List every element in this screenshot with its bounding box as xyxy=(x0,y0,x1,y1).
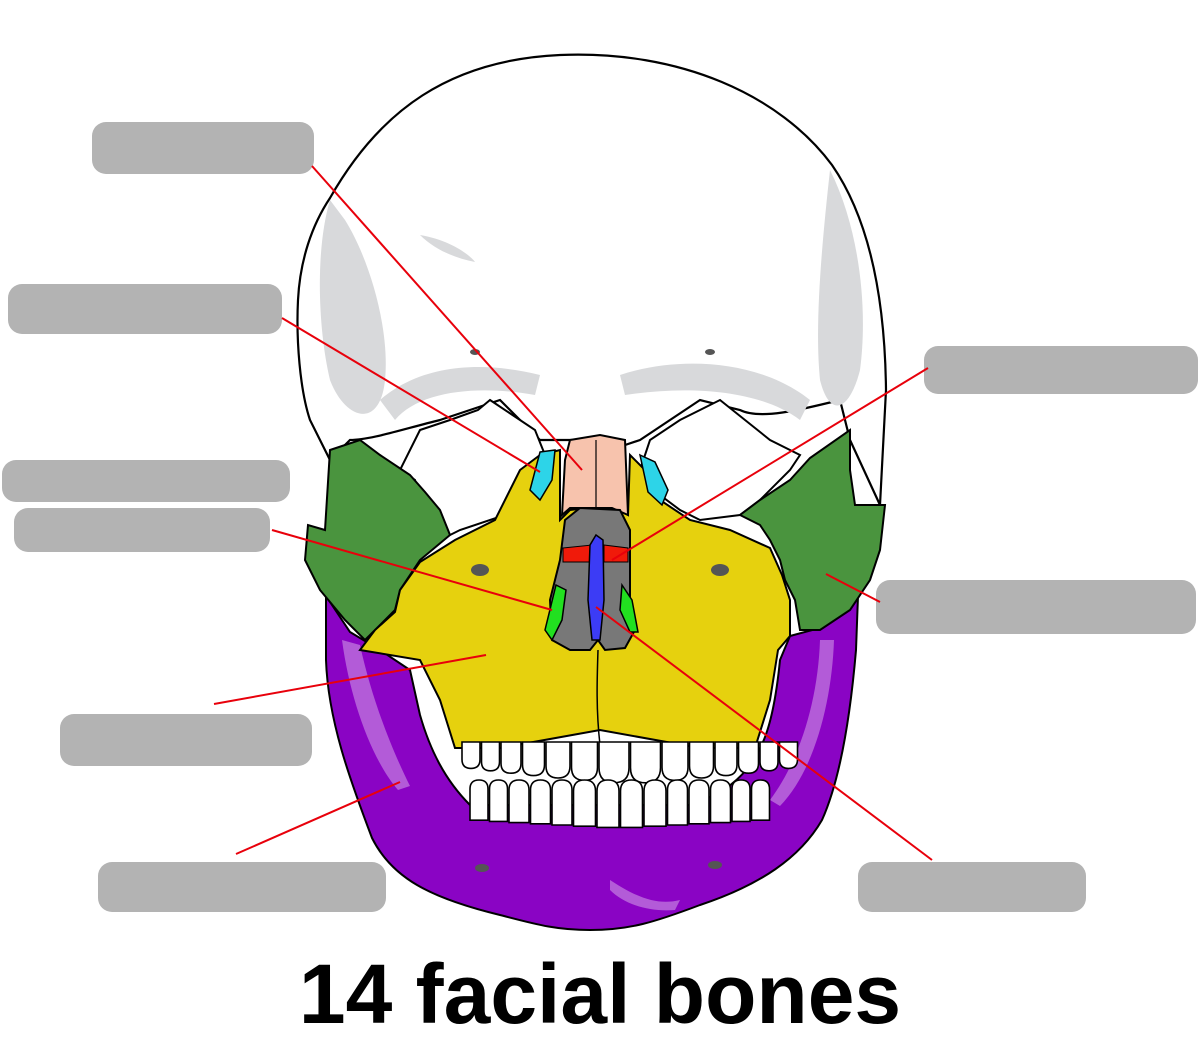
cranium xyxy=(296,53,888,506)
upper-tooth xyxy=(500,741,522,775)
lower-tooth xyxy=(643,779,667,827)
upper-tooth xyxy=(629,741,662,784)
upper-tooth xyxy=(570,741,599,782)
zygomatic-bones xyxy=(303,428,887,642)
leader-line xyxy=(213,654,487,705)
lower-tooth xyxy=(596,779,620,829)
upper-tooth xyxy=(461,741,481,770)
lower-tooth xyxy=(709,779,732,824)
lower-tooth xyxy=(666,779,689,826)
foramina xyxy=(470,349,729,872)
upper-tooth xyxy=(598,741,630,784)
upper-tooth xyxy=(545,741,571,779)
label-box xyxy=(858,862,1086,912)
upper-tooth xyxy=(521,741,546,777)
lower-tooth xyxy=(529,779,552,825)
upper-tooth xyxy=(688,741,715,779)
lacrimal-bones xyxy=(529,449,669,507)
teeth xyxy=(461,741,799,829)
upper-tooth xyxy=(714,741,738,777)
leader-lines xyxy=(213,165,933,861)
upper-tooth xyxy=(737,741,760,775)
leader-line xyxy=(611,367,929,561)
lower-tooth xyxy=(619,779,644,829)
nasal-cavity xyxy=(544,506,639,746)
lower-tooth xyxy=(572,779,597,827)
lower-tooth xyxy=(750,779,771,821)
upper-tooth xyxy=(661,741,689,782)
lower-tooth xyxy=(488,779,509,823)
nasal-bones xyxy=(560,433,630,518)
label-box xyxy=(876,580,1196,634)
label-boxes xyxy=(2,122,1198,912)
leader-line xyxy=(281,317,541,473)
leader-line xyxy=(595,606,933,861)
leader-line xyxy=(235,781,401,855)
label-box xyxy=(14,508,270,552)
upper-tooth xyxy=(759,741,779,772)
lower-tooth xyxy=(731,779,751,823)
upper-tooth xyxy=(480,741,501,772)
leader-line xyxy=(825,573,881,603)
lower-tooth xyxy=(551,779,573,826)
label-box xyxy=(98,862,386,912)
label-box xyxy=(924,346,1198,394)
lower-tooth xyxy=(469,779,489,821)
label-box xyxy=(92,122,314,174)
leader-line xyxy=(311,165,583,471)
lower-tooth xyxy=(688,779,710,825)
lower-tooth xyxy=(508,779,530,824)
label-box xyxy=(8,284,282,334)
leader-line xyxy=(271,529,553,611)
diagram-title: 14 facial bones xyxy=(298,947,902,1041)
label-box xyxy=(2,460,290,502)
label-box xyxy=(60,714,312,766)
